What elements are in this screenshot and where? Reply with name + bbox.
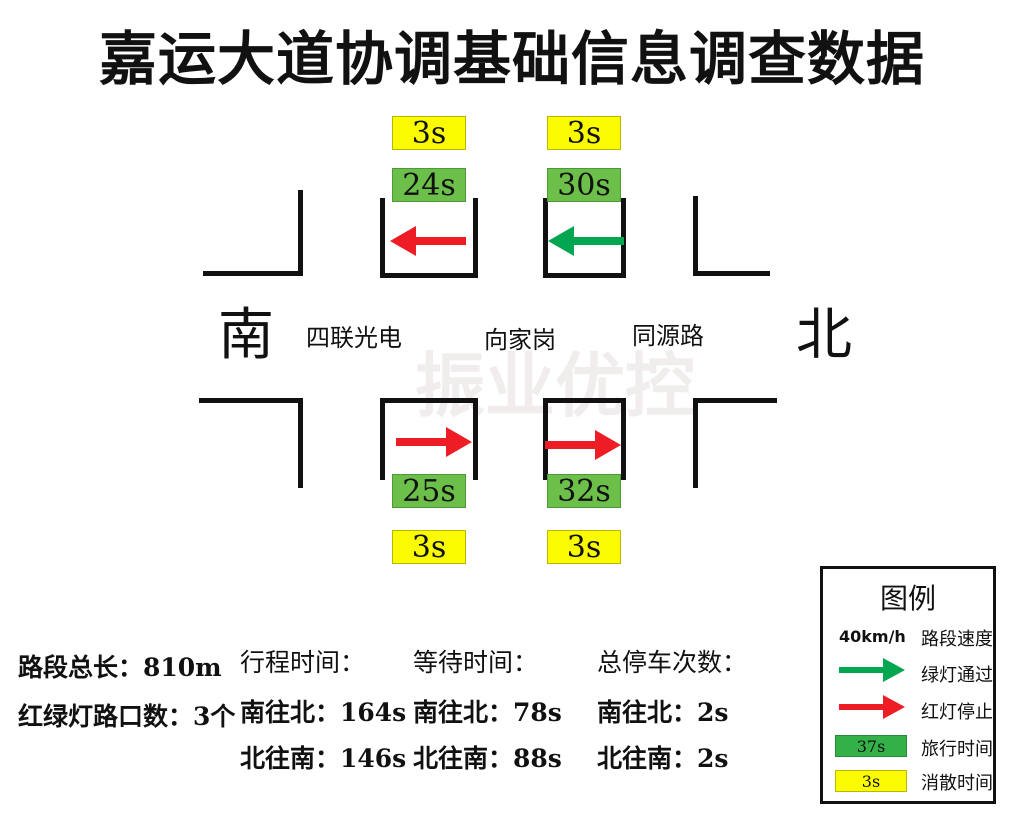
- road-line: [693, 398, 777, 403]
- red-arrow-icon: [839, 695, 905, 719]
- road-line: [473, 398, 478, 480]
- road-line: [543, 398, 548, 480]
- road-line: [473, 198, 478, 278]
- red-right-arrow-icon: [396, 427, 472, 457]
- travel-time-sn: 南往北：164s: [240, 698, 407, 727]
- road-line: [203, 271, 303, 276]
- road-line: [621, 398, 626, 480]
- travel-time-header: 行程时间：: [240, 648, 366, 677]
- intersection-name: 向家岗: [484, 326, 556, 354]
- intersection-name: 同源路: [632, 322, 704, 350]
- road-line: [380, 398, 385, 480]
- travel-time-box: 24s: [392, 168, 466, 203]
- stops-ns: 北往南：2s: [597, 744, 729, 773]
- clear-time-box: 3s: [392, 116, 466, 151]
- legend: 图例 40km/h 路段速度 绿灯通过 红灯停止 37s 旅行时间 3s 消散时…: [820, 566, 996, 804]
- green-arrow-icon: [839, 658, 905, 682]
- road-line: [380, 398, 478, 403]
- red-right-arrow-icon: [545, 430, 621, 460]
- travel-time-box: 25s: [392, 474, 466, 509]
- road-line: [543, 273, 626, 278]
- stops-sn: 南往北：2s: [597, 698, 729, 727]
- road-line: [543, 198, 548, 278]
- clear-time-box: 3s: [392, 530, 466, 565]
- road-line: [199, 398, 303, 403]
- stops-header: 总停车次数：: [597, 648, 748, 677]
- clear-time-box: 3s: [547, 116, 621, 151]
- wait-time-sn: 南往北：78s: [413, 698, 562, 727]
- travel-time-ns: 北往南：146s: [240, 744, 407, 773]
- legend-title: 图例: [879, 582, 936, 615]
- legend-clear-sample: 3s: [835, 770, 907, 792]
- road-line: [543, 398, 626, 403]
- north-label: 北: [796, 303, 852, 368]
- signal-count: 红绿灯路口数：3个: [18, 702, 236, 731]
- road-line: [298, 398, 303, 488]
- intersection-name: 四联光电: [306, 324, 402, 352]
- legend-travel-sample: 37s: [835, 735, 907, 757]
- red-left-arrow-icon: [390, 226, 466, 256]
- legend-speed-value: 40km/h: [839, 627, 906, 646]
- road-line: [298, 190, 303, 276]
- legend-travel-label: 旅行时间: [921, 739, 993, 760]
- green-left-arrow-icon: [548, 226, 624, 256]
- road-line: [380, 198, 385, 278]
- page-title: 嘉运大道协调基础信息调查数据: [98, 25, 925, 93]
- wait-time-ns: 北往南：88s: [413, 744, 562, 773]
- legend-speed-label: 路段速度: [921, 629, 993, 650]
- south-label: 南: [218, 303, 274, 368]
- road-line: [693, 398, 698, 488]
- legend-clear-label: 消散时间: [921, 773, 993, 794]
- route-length: 路段总长：810m: [18, 653, 222, 682]
- travel-time-box: 30s: [547, 168, 621, 203]
- travel-time-box: 32s: [547, 474, 621, 509]
- road-line: [693, 271, 770, 276]
- clear-time-box: 3s: [547, 530, 621, 565]
- wait-time-header: 等待时间：: [413, 648, 539, 677]
- watermark-logo: 振业优控: [415, 345, 695, 427]
- legend-red-label: 红灯停止: [921, 702, 993, 723]
- legend-green-label: 绿灯通过: [921, 665, 993, 686]
- road-line: [380, 273, 478, 278]
- road-line: [693, 196, 698, 276]
